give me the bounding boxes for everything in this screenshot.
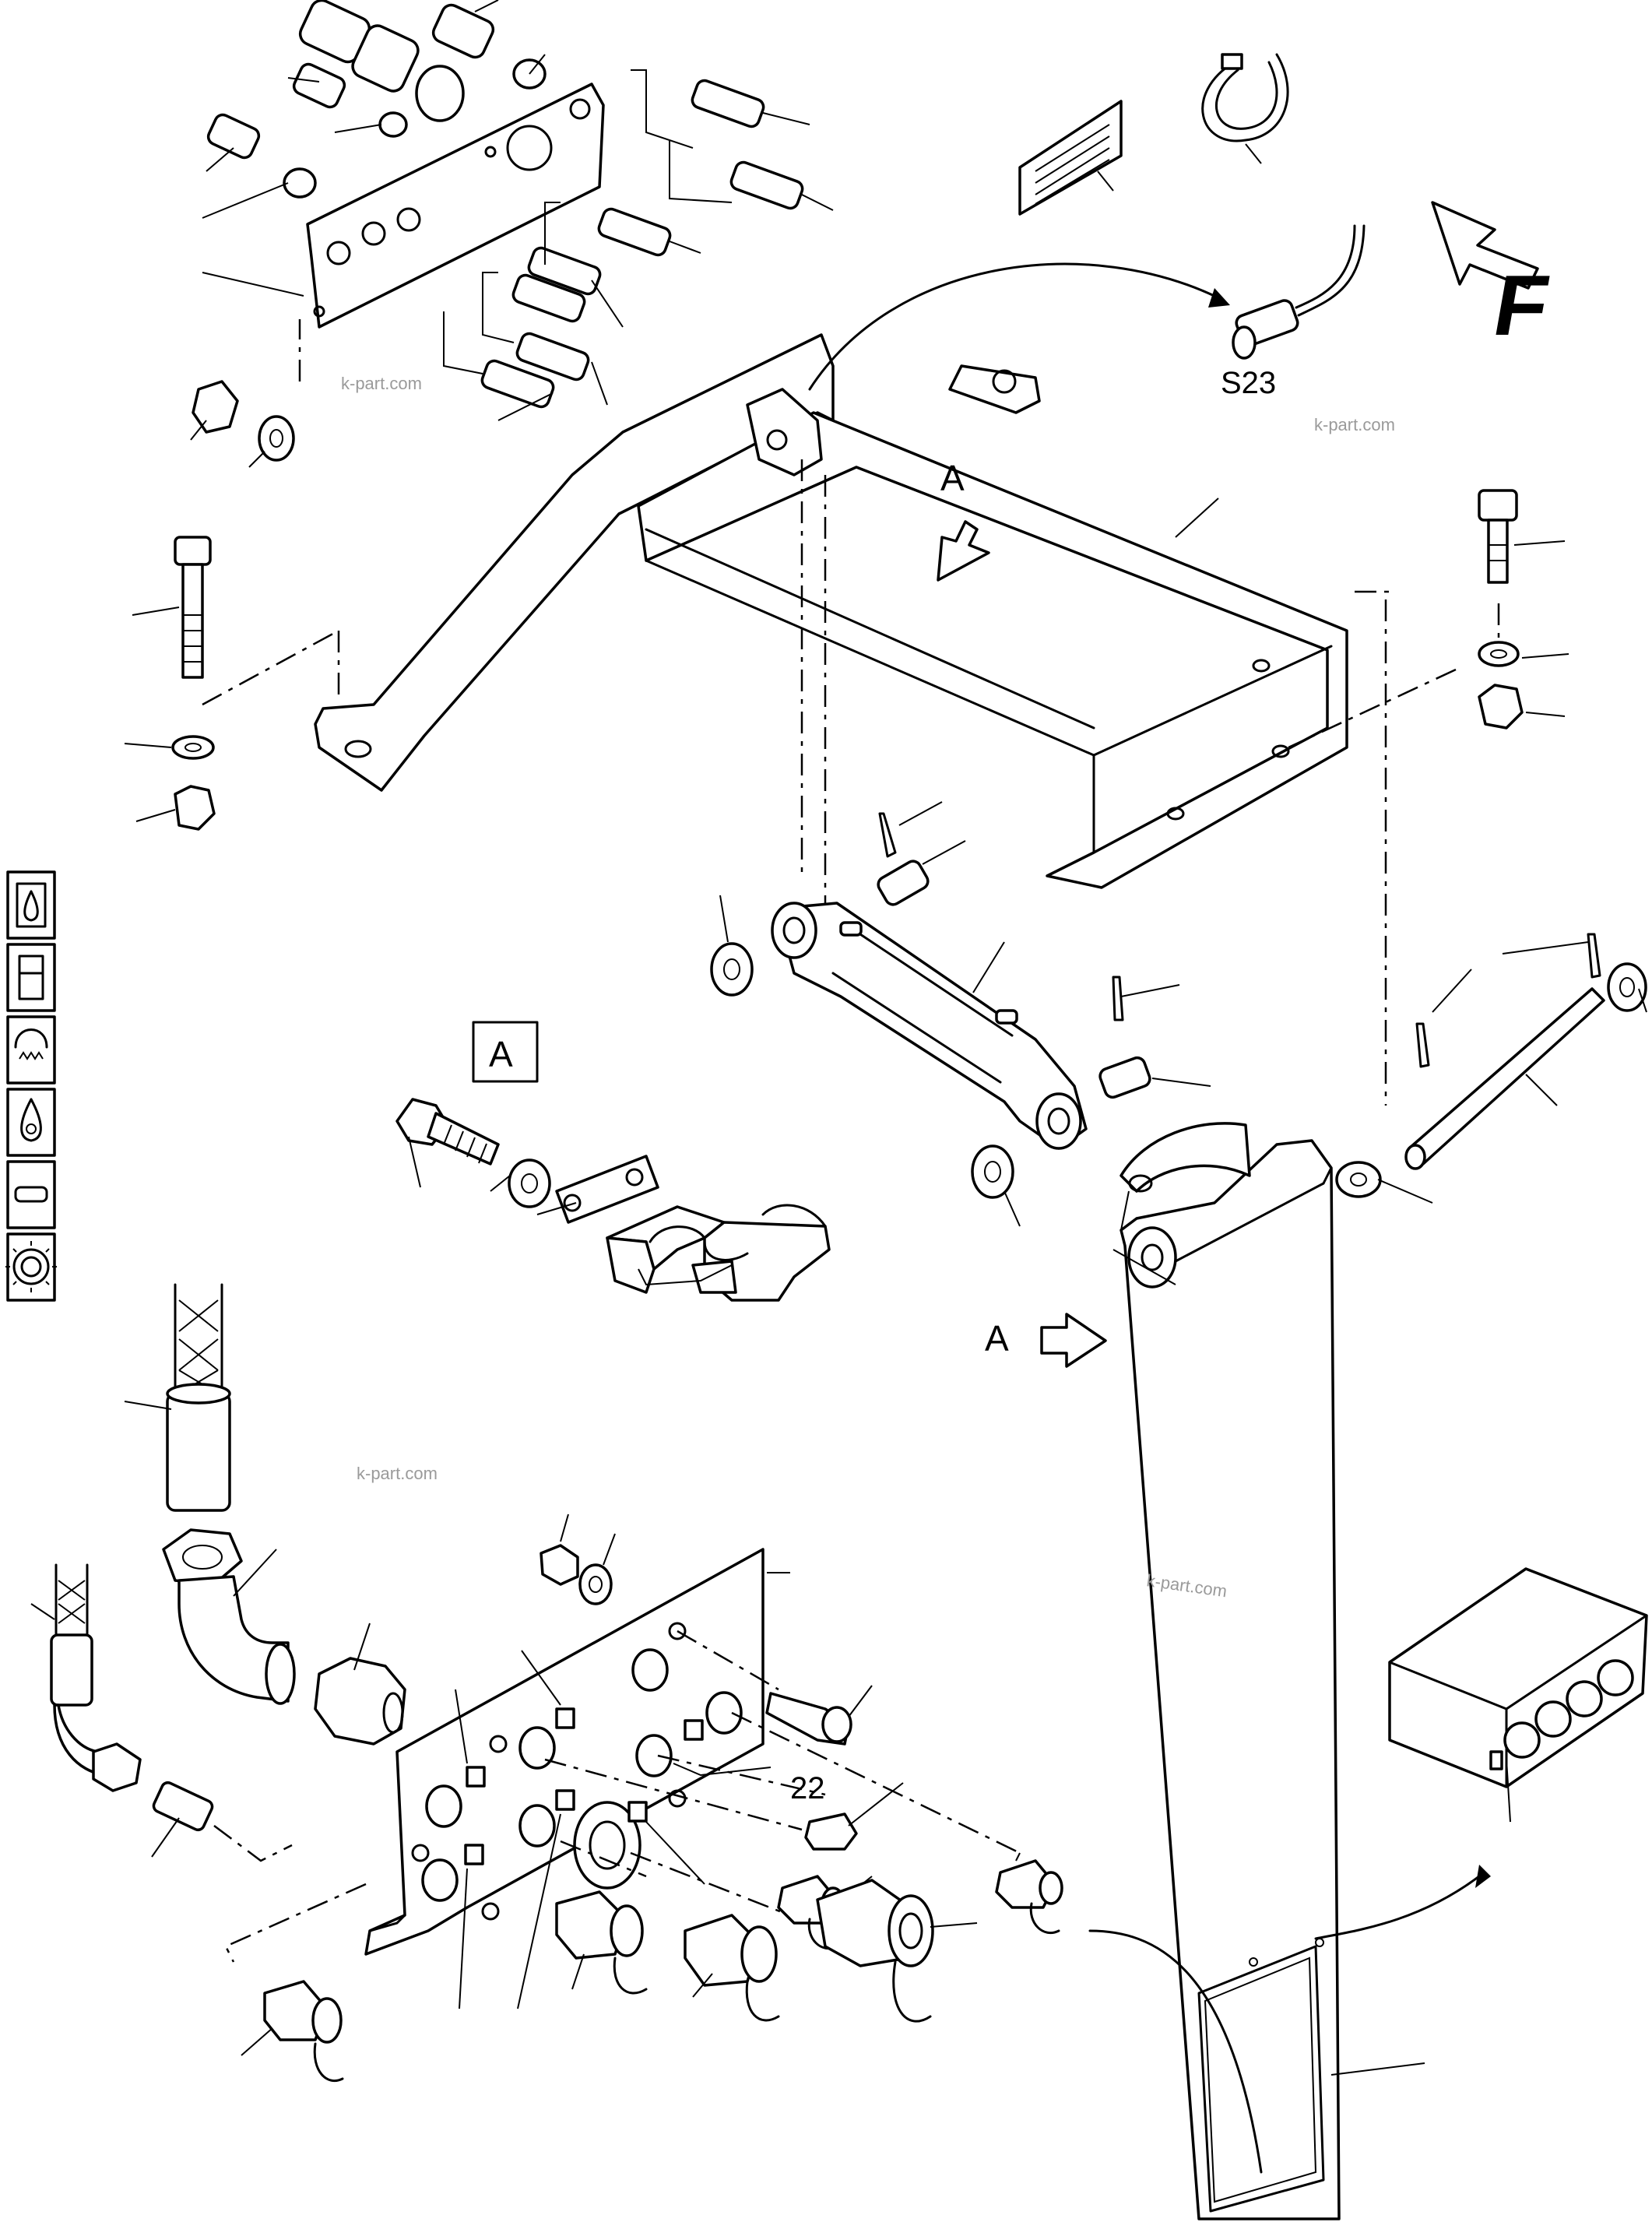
- view-a-frame-label: A: [940, 458, 965, 498]
- bolt-left: [124, 536, 340, 831]
- view-a-arrow-label: A: [985, 1318, 1009, 1359]
- nut-washer-left: [190, 319, 301, 468]
- long-arm: A: [985, 1122, 1491, 2220]
- heater-icon: [6, 1015, 56, 1085]
- sensor-s23: S23: [1221, 224, 1366, 400]
- bolt-right: [1478, 489, 1569, 730]
- view-a-box-label: A: [489, 1034, 513, 1074]
- quick-coupling-plate: 22: [224, 1548, 1021, 2009]
- hose-small: [30, 1563, 293, 1862]
- watermark-2: k-part.com: [1314, 415, 1395, 434]
- hydraulic-cylinder: [771, 902, 1088, 1150]
- pins: [710, 801, 1211, 1227]
- coupling-1: [241, 1980, 344, 2083]
- hose-elbow-assembly: [124, 1283, 406, 1746]
- long-pin: [1335, 933, 1647, 1204]
- bottom-couplings: [241, 1879, 978, 2083]
- oil-drop-icon: [6, 870, 56, 940]
- watermark-3: k-part.com: [357, 1464, 438, 1483]
- connector-icon: [6, 1160, 56, 1229]
- cable-tie: [1201, 53, 1289, 164]
- control-box: [1388, 1567, 1648, 1823]
- label-plate: [1018, 100, 1123, 216]
- fitting-plate-assembly: [202, 0, 605, 329]
- sensor-label: S23: [1221, 366, 1276, 400]
- hose-ends: [443, 69, 834, 421]
- view-a-frame-marker: A: [937, 458, 990, 582]
- gear-icon: [5, 1232, 57, 1302]
- view-a-detail: A: [395, 1021, 831, 1302]
- tank-icon: [6, 943, 56, 1012]
- view-a-box: [472, 1021, 539, 1083]
- legend-icons: [5, 870, 57, 1302]
- coupling-2: [555, 1890, 648, 1995]
- coupling-4: [816, 1879, 978, 2023]
- watermark-1: k-part.com: [341, 374, 422, 393]
- fluid-icon: [6, 1088, 56, 1157]
- item-22-label: 22: [790, 1771, 825, 1805]
- nut-washer-plate: [540, 1514, 616, 1605]
- coupling-3: [684, 1914, 780, 2022]
- forward-indicator: F: [1431, 201, 1556, 353]
- main-frame: [314, 262, 1457, 1106]
